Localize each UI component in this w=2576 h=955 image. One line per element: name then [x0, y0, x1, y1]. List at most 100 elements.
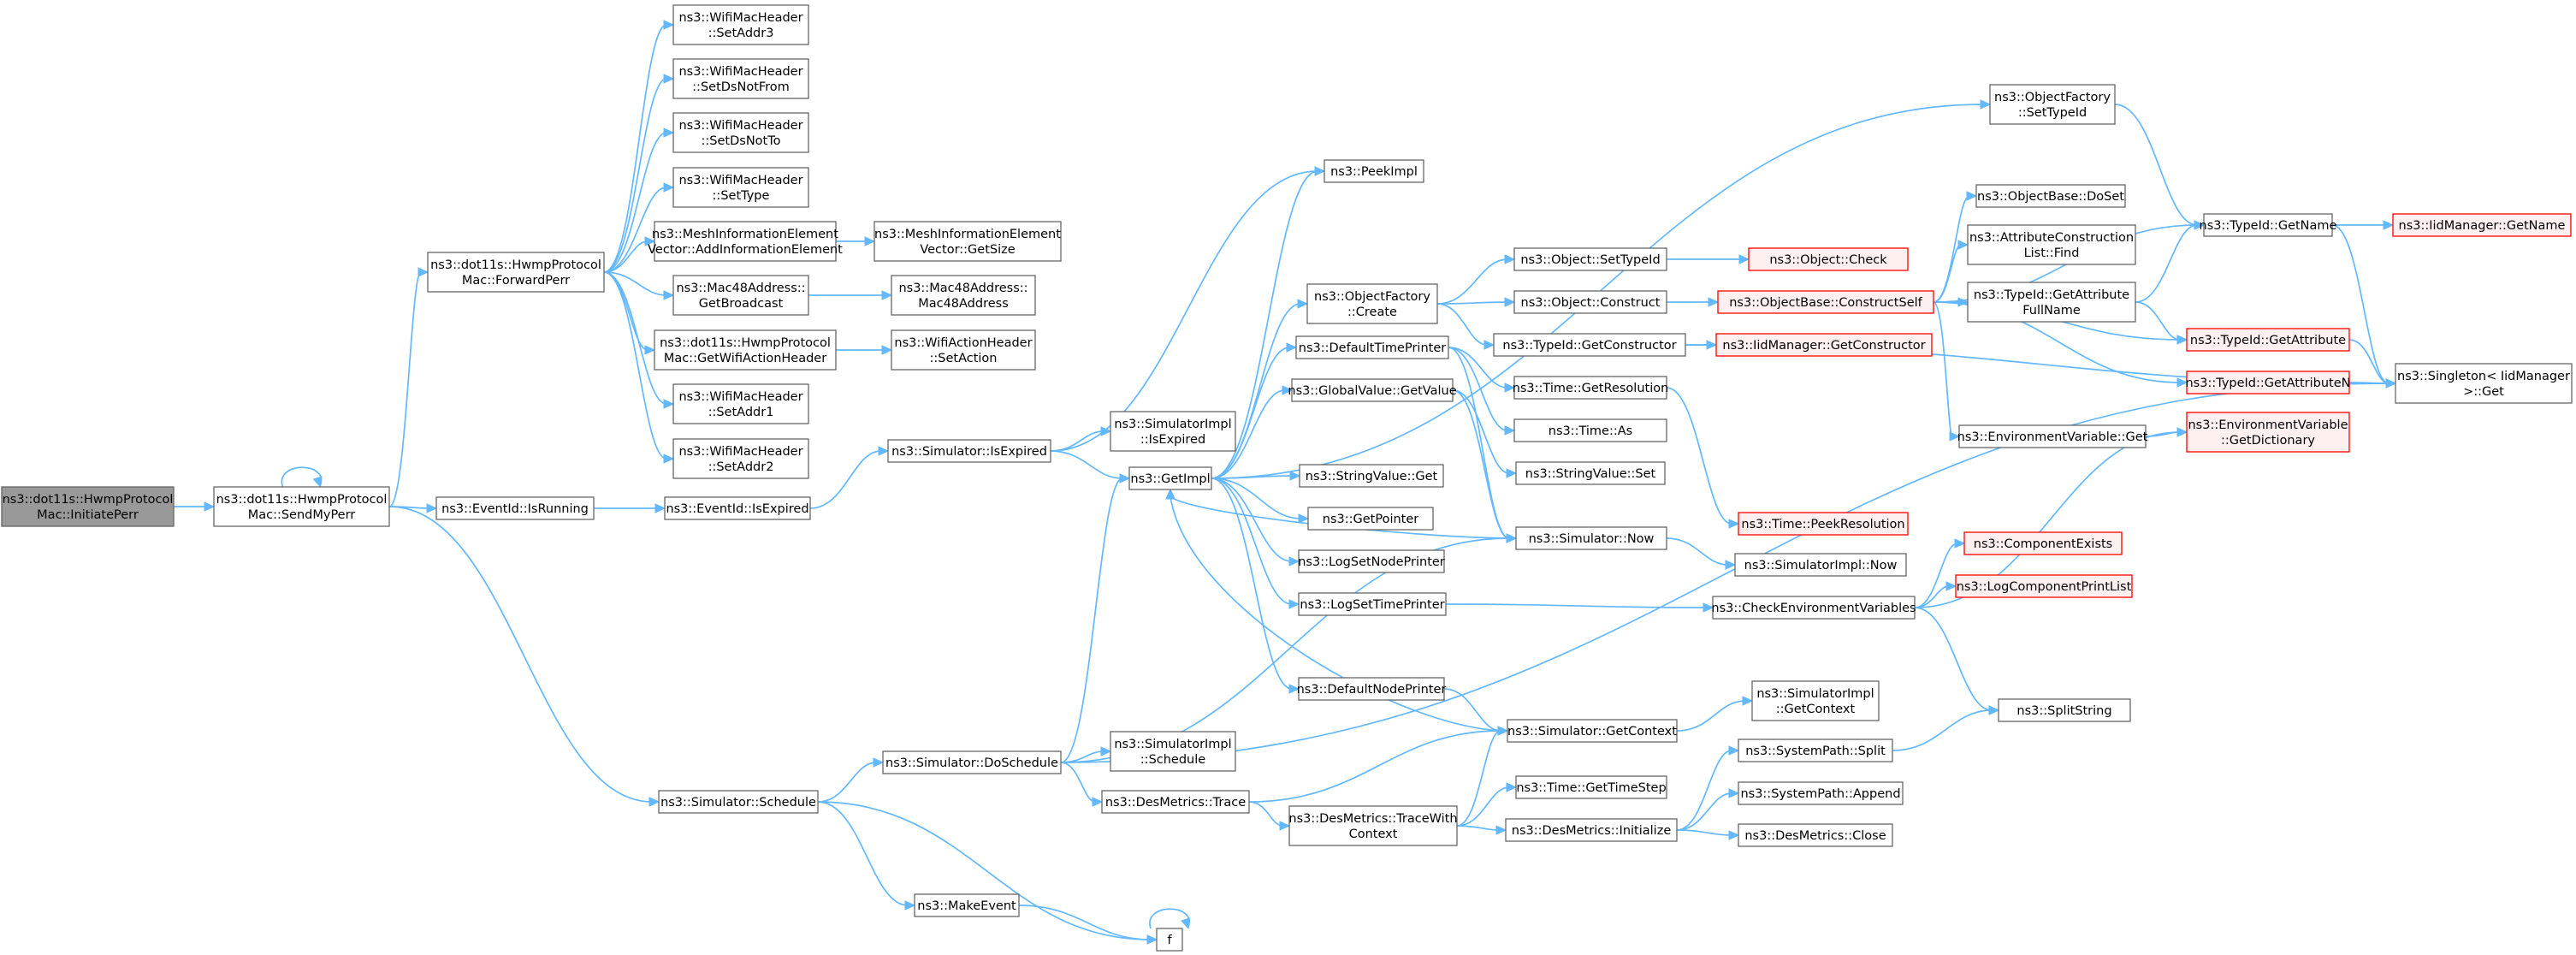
node-ns3-objectfactory-create[interactable]: ns3::ObjectFactory::Create: [1306, 283, 1438, 324]
node-ns3-simulator-getcontext[interactable]: ns3::Simulator::GetContext: [1507, 719, 1678, 743]
node-label: ns3::Time::GetResolution: [1513, 382, 1669, 395]
node-ns3-time-gettimestep[interactable]: ns3::Time::GetTimeStep: [1515, 775, 1667, 799]
node-ns3-typeid-getname[interactable]: ns3::TypeId::GetName: [2200, 213, 2337, 237]
node-ns3-logcomponentprintlist[interactable]: ns3::LogComponentPrintList: [1955, 574, 2133, 598]
node-ns3-simulator-schedule[interactable]: ns3::Simulator::Schedule: [658, 790, 819, 814]
node-ns3-wifiactionheader-setaction[interactable]: ns3::WifiActionHeader::SetAction: [891, 329, 1036, 371]
node-ns3-time-peekresolution[interactable]: ns3::Time::PeekResolution: [1738, 512, 1909, 536]
node-box: [435, 496, 595, 520]
node-ns3-defaulttimeprinter[interactable]: ns3::DefaultTimePrinter: [1295, 335, 1449, 359]
node-ns3-mac48address-getbroadcast[interactable]: ns3::Mac48Address::GetBroadcast: [672, 275, 809, 316]
node-box: [2395, 363, 2573, 404]
node-ns3-typeid-getattributen[interactable]: ns3::TypeId::GetAttributeN: [2185, 371, 2351, 394]
node-ns3-meshinformationelementvector-getsize[interactable]: ns3::MeshInformationElementVector::GetSi…: [873, 221, 1062, 262]
node-ns3-simulatorimpl-isexpired[interactable]: ns3::SimulatorImpl::IsExpired: [1110, 411, 1236, 452]
node-ns3-systempath-split[interactable]: ns3::SystemPath::Split: [1738, 738, 1893, 762]
node-label: ns3::StringValue::Set: [1525, 467, 1656, 481]
node-label: ns3::TypeId::GetAttribute: [2190, 334, 2346, 347]
node-ns3-iidmanager-getname[interactable]: ns3::IidManager::GetName: [2392, 213, 2572, 237]
node-ns3-object-settypeid[interactable]: ns3::Object::SetTypeId: [1513, 247, 1667, 271]
node-ns3-time-getresolution[interactable]: ns3::Time::GetResolution: [1513, 376, 1669, 400]
node-ns3-singleton-iidmanager-get[interactable]: ns3::Singleton< IidManager >::Get: [2395, 363, 2573, 404]
node-ns3-getimpl[interactable]: ns3::GetImpl: [1128, 466, 1212, 490]
node-label: ::SetAddr3: [708, 27, 774, 40]
node-ns3-eventid-isrunning[interactable]: ns3::EventId::IsRunning: [435, 496, 595, 520]
node-ns3-checkenvironmentvariables[interactable]: ns3::CheckEnvironmentVariables: [1711, 596, 1916, 620]
node-box: [672, 438, 809, 479]
edge-n2-n11: [603, 271, 656, 355]
node-ns3-simulatorimpl-schedule[interactable]: ns3::SimulatorImpl::Schedule: [1110, 731, 1236, 772]
node-ns3-time-as[interactable]: ns3::Time::As: [1513, 418, 1667, 442]
node-ns3-objectfactory-settypeid[interactable]: ns3::ObjectFactory::SetTypeId: [1989, 84, 2116, 125]
node-ns3-eventid-isexpired[interactable]: ns3::EventId::IsExpired: [664, 496, 811, 520]
node-ns3-typeid-getattribute[interactable]: ns3::TypeId::GetAttribute: [2186, 328, 2350, 352]
node-ns3-getpointer[interactable]: ns3::GetPointer: [1307, 507, 1434, 531]
node-ns3-object-check[interactable]: ns3::Object::Check: [1748, 247, 1909, 271]
node-ns3-objectbase-constructself[interactable]: ns3::ObjectBase::ConstructSelf: [1717, 290, 1934, 314]
edge-n2-n5: [603, 20, 675, 273]
node-ns3-systempath-append[interactable]: ns3::SystemPath::Append: [1738, 781, 1904, 805]
node-ns3-environmentvariable-get[interactable]: ns3::EnvironmentVariable::Get: [1957, 424, 2148, 448]
edge-n18-n21: [1050, 166, 1326, 452]
edge-arrowhead: [1497, 726, 1509, 736]
node-box: [672, 112, 809, 153]
node-ns3-wifimacheader-setdsnotfrom[interactable]: ns3::WifiMacHeader::SetDsNotFrom: [672, 58, 809, 99]
node-ns3-simulator-doschedule[interactable]: ns3::Simulator::DoSchedule: [882, 750, 1062, 774]
edge-arrowhead: [1738, 254, 1750, 264]
node-ns3-desmetrics-close[interactable]: ns3::DesMetrics::Close: [1738, 823, 1893, 847]
node-label: ns3::CheckEnvironmentVariables: [1711, 602, 1916, 615]
node-ns3-dot11s-hwmpprotocolmac-initiateperr[interactable]: ns3::dot11s::HwmpProtocolMac::InitiatePe…: [1, 486, 175, 527]
node-ns3-simulatorimpl-now[interactable]: ns3::SimulatorImpl::Now: [1734, 553, 1907, 577]
edge-n18-n19: [1050, 426, 1112, 452]
node-label: ns3::SimulatorImpl::Now: [1744, 559, 1898, 572]
node-ns3-wifimacheader-setdsnotto[interactable]: ns3::WifiMacHeader::SetDsNotTo: [672, 112, 809, 153]
node-ns3-simulator-now[interactable]: ns3::Simulator::Now: [1515, 526, 1667, 550]
node-ns3-typeid-getconstructor[interactable]: ns3::TypeId::GetConstructor: [1493, 333, 1686, 357]
node-label: f: [1167, 934, 1172, 947]
node-ns3-stringvalue-get[interactable]: ns3::StringValue::Get: [1299, 464, 1444, 488]
node-f[interactable]: f: [1156, 928, 1183, 952]
node-label: ns3::Simulator::Now: [1529, 532, 1655, 546]
edge-n46-n55: [1676, 788, 1740, 831]
node-ns3-desmetrics-initialize[interactable]: ns3::DesMetrics::Initialize: [1505, 818, 1678, 842]
node-ns3-globalvalue-getvalue[interactable]: ns3::GlobalValue::GetValue: [1288, 378, 1457, 402]
node-ns3-desmetrics-trace[interactable]: ns3::DesMetrics::Trace: [1101, 790, 1250, 814]
node-ns3-mac48address-mac48address[interactable]: ns3::Mac48Address::Mac48Address: [891, 275, 1036, 316]
node-box: [1712, 596, 1916, 620]
node-ns3-stringvalue-set[interactable]: ns3::StringValue::Set: [1515, 461, 1666, 485]
node-ns3-wifimacheader-setaddr3[interactable]: ns3::WifiMacHeader::SetAddr3: [672, 4, 809, 45]
edge-n48-n58: [1933, 240, 1969, 303]
node-ns3-dot11s-hwmpprotocolmac-forwardperr[interactable]: ns3::dot11s::HwmpProtocolMac::ForwardPer…: [427, 252, 605, 293]
node-label: ns3::ObjectFactory: [1314, 290, 1430, 304]
node-ns3-splitstring[interactable]: ns3::SplitString: [1998, 698, 2131, 722]
edge-arrowhead: [1146, 934, 1158, 945]
node-label: >::Get: [2463, 385, 2504, 399]
node-ns3-peekimpl[interactable]: ns3::PeekImpl: [1324, 159, 1424, 183]
node-ns3-iidmanager-getconstructor[interactable]: ns3::IidManager::GetConstructor: [1715, 333, 1933, 357]
node-ns3-wifimacheader-setaddr2[interactable]: ns3::WifiMacHeader::SetAddr2: [672, 438, 809, 479]
node-ns3-simulator-isexpired[interactable]: ns3::Simulator::IsExpired: [887, 439, 1051, 463]
edge-arrowhead: [648, 797, 660, 807]
node-ns3-wifimacheader-setaddr1[interactable]: ns3::WifiMacHeader::SetAddr1: [672, 383, 809, 424]
node-label: ns3::Time::As: [1549, 424, 1632, 438]
node-ns3-objectbase-doset[interactable]: ns3::ObjectBase::DoSet: [1975, 184, 2126, 208]
node-label: ::SetAddr1: [708, 406, 774, 419]
node-ns3-wifimacheader-settype[interactable]: ns3::WifiMacHeader::SetType: [672, 167, 809, 208]
node-ns3-defaultnodeprinter[interactable]: ns3::DefaultNodePrinter: [1297, 677, 1447, 701]
node-ns3-logsettimeprinter[interactable]: ns3::LogSetTimePrinter: [1298, 592, 1447, 616]
node-box: [654, 329, 837, 371]
node-ns3-environmentvariable-getdictionary[interactable]: ns3::EnvironmentVariable::GetDictionary: [2186, 412, 2350, 453]
node-ns3-meshinformationelementvector-addinformationelement[interactable]: ns3::MeshInformationElementVector::AddIn…: [648, 221, 843, 262]
node-ns3-dot11s-hwmpprotocolmac-getwifiactionheader[interactable]: ns3::dot11s::HwmpProtocolMac::GetWifiAct…: [654, 329, 837, 371]
node-ns3-object-construct[interactable]: ns3::Object::Construct: [1513, 290, 1667, 314]
edge-arrowhead: [663, 74, 675, 84]
node-ns3-componentexists[interactable]: ns3::ComponentExists: [1963, 531, 2123, 555]
node-ns3-makeevent[interactable]: ns3::MakeEvent: [914, 893, 1020, 917]
node-label: ns3::DesMetrics::Initialize: [1512, 824, 1672, 838]
node-ns3-logsetnodeprinter[interactable]: ns3::LogSetNodePrinter: [1298, 549, 1445, 573]
node-ns3-simulatorimpl-getcontext[interactable]: ns3::SimulatorImpl::GetContext: [1751, 680, 1880, 721]
